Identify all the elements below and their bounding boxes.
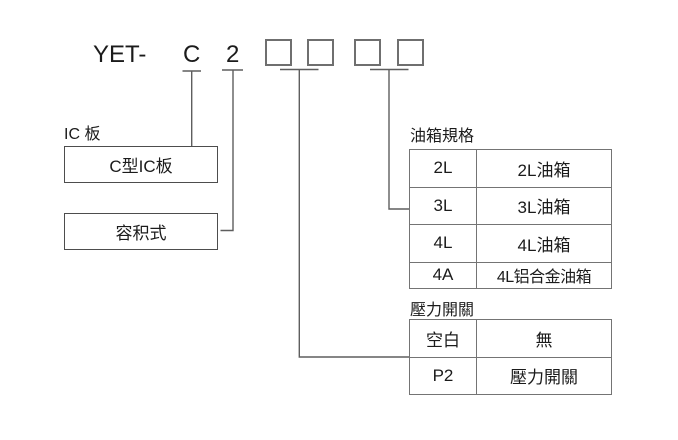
code-blank-box-3 xyxy=(354,39,381,66)
tank-desc-cell: 4L油箱 xyxy=(517,235,571,255)
tank-desc-cell: 3L油箱 xyxy=(517,198,571,218)
line-2-to-pump-type-box xyxy=(220,70,234,232)
table-row: 2L 2L油箱 xyxy=(410,150,611,188)
pressure-desc-cell: 壓力開關 xyxy=(510,368,578,388)
tank-spec-table: 2L 2L油箱 3L 3L油箱 4L 4L油箱 4A 4L铝合金油箱 xyxy=(409,149,612,289)
table-row: 空白 無 xyxy=(410,320,611,358)
ic-board-value: C型IC板 xyxy=(109,157,173,176)
code-blank-box-1 xyxy=(265,39,292,66)
ic-board-value-box: C型IC板 xyxy=(64,146,218,183)
tank-spec-label: 油箱規格 xyxy=(410,128,475,145)
pressure-switch-table: 空白 無 P2 壓力開關 xyxy=(409,319,612,395)
table-row: 4L 4L油箱 xyxy=(410,225,611,263)
table-row: 3L 3L油箱 xyxy=(410,187,611,225)
tank-code-cell: 3L xyxy=(410,187,477,224)
tank-desc-cell: 4L铝合金油箱 xyxy=(496,269,592,287)
ic-board-label: IC 板 xyxy=(64,126,101,143)
pump-type-value: 容积式 xyxy=(115,224,167,243)
model-type-code: 2 xyxy=(226,41,240,68)
table-row: 4A 4L铝合金油箱 xyxy=(410,262,611,288)
table-row: P2 壓力開關 xyxy=(410,357,611,394)
line-boxes-1-2-to-pressure-table xyxy=(298,69,409,358)
model-ic-code: C xyxy=(183,41,201,68)
pressure-desc-cell: 無 xyxy=(535,330,553,350)
pressure-switch-label: 壓力開關 xyxy=(410,302,475,319)
pressure-code-cell: P2 xyxy=(410,357,477,394)
pump-type-value-box: 容积式 xyxy=(64,213,218,250)
code-blank-box-2 xyxy=(307,39,334,66)
tank-code-cell: 2L xyxy=(410,150,477,187)
code-blank-box-4 xyxy=(397,39,424,66)
model-prefix: YET- xyxy=(93,41,147,68)
pressure-code-cell: 空白 xyxy=(410,320,477,357)
line-boxes-3-4-to-tank-table xyxy=(388,69,409,210)
tank-code-cell: 4L xyxy=(410,225,477,262)
tank-desc-cell: 2L油箱 xyxy=(517,160,571,180)
tank-code-cell: 4A xyxy=(410,262,477,288)
